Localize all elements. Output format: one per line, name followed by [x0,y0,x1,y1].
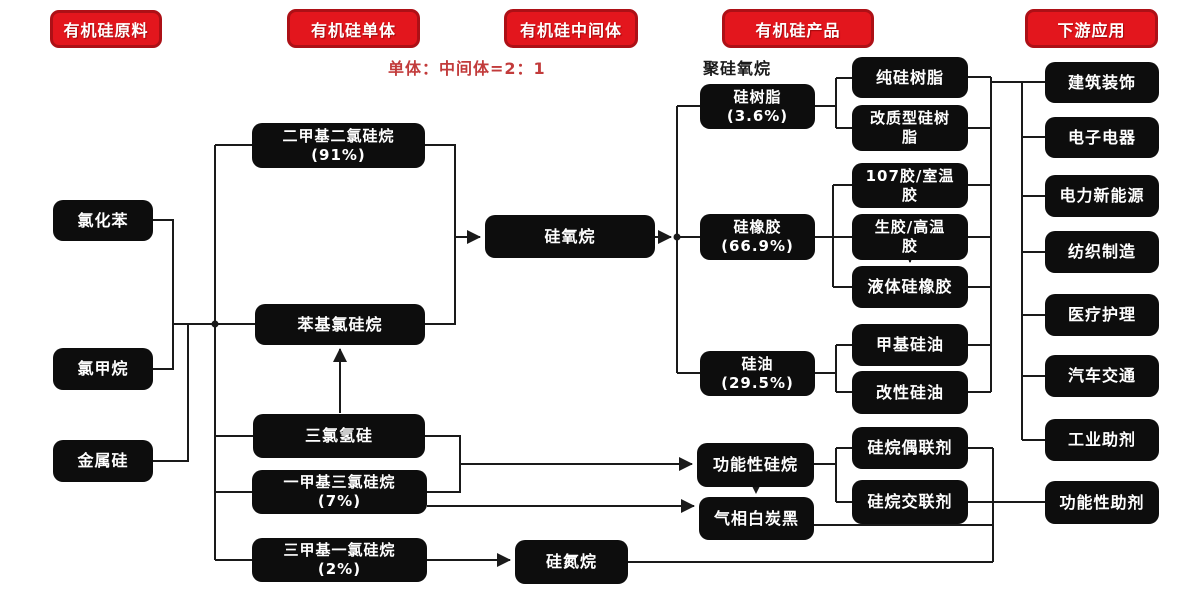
node-industrial-additives: 工业助剂 [1045,419,1159,461]
node-pure-silicone-resin: 纯硅树脂 [852,57,968,98]
monomer-intermediate-ratio-note: 单体：中间体=2：1 [388,59,546,78]
node-silicone-oil: 硅油 (29.5%) [700,351,815,396]
node-liquid-silicone-rubber: 液体硅橡胶 [852,266,968,308]
node-silicone-resin: 硅树脂 (3.6%) [700,84,815,129]
connector-line [425,435,461,493]
node-silicone-rubber: 硅橡胶 (66.9%) [700,214,815,260]
node-chlorobenzene: 氯化苯 [53,200,153,241]
node-functional-silane: 功能性硅烷 [697,443,814,487]
node-phenyl-chlorosilane: 苯基氯硅烷 [255,304,425,345]
node-trichlorosilane: 三氯氢硅 [253,414,425,458]
stage-header-intermediates: 有机硅中间体 [504,9,638,48]
stage-header-downstream-applications: 下游应用 [1025,9,1158,48]
node-textile-manufacturing: 纺织制造 [1045,231,1159,273]
node-silicon-metal: 金属硅 [53,440,153,482]
connector-line [153,219,174,370]
node-siloxane: 硅氧烷 [485,215,655,258]
node-construction-decoration: 建筑装饰 [1045,62,1159,103]
node-silane-crosslinking-agent: 硅烷交联剂 [852,480,968,524]
stage-header-products: 有机硅产品 [722,9,874,48]
node-raw-high-temp-glue: 生胶/高温 胶 [852,214,968,260]
node-medical-care: 医疗护理 [1045,294,1159,336]
node-silazane: 硅氮烷 [515,540,628,584]
node-fumed-silica: 气相白炭黑 [699,497,814,540]
connector-line [153,324,189,462]
stage-header-raw-materials: 有机硅原料 [50,10,162,48]
node-methyl-trichlorosilane: 一甲基三氯硅烷 (7%) [252,470,427,514]
connector-line [425,144,456,325]
node-electronics: 电子电器 [1045,117,1159,158]
node-modified-silicone-resin: 改质型硅树 脂 [852,105,968,151]
junction-dot [211,320,219,328]
junction-dot [673,233,681,241]
node-modified-silicone-oil: 改性硅油 [852,371,968,414]
node-automotive-transport: 汽车交通 [1045,355,1159,397]
node-silane-coupling-agent: 硅烷偶联剂 [852,427,968,469]
node-methyl-silicone-oil: 甲基硅油 [852,324,968,366]
node-dimethyl-dichlorosilane: 二甲基二氯硅烷 (91%) [252,123,425,168]
node-chloromethane: 氯甲烷 [53,348,153,390]
node-functional-additives: 功能性助剂 [1045,481,1159,524]
node-rtv-107-glue: 107胶/室温 胶 [852,163,968,208]
node-power-new-energy: 电力新能源 [1045,175,1159,217]
stage-header-monomers: 有机硅单体 [287,9,420,48]
node-trimethyl-chlorosilane: 三甲基一氯硅烷 (2%) [252,538,427,582]
polysiloxane-label: 聚硅氧烷 [703,59,772,78]
